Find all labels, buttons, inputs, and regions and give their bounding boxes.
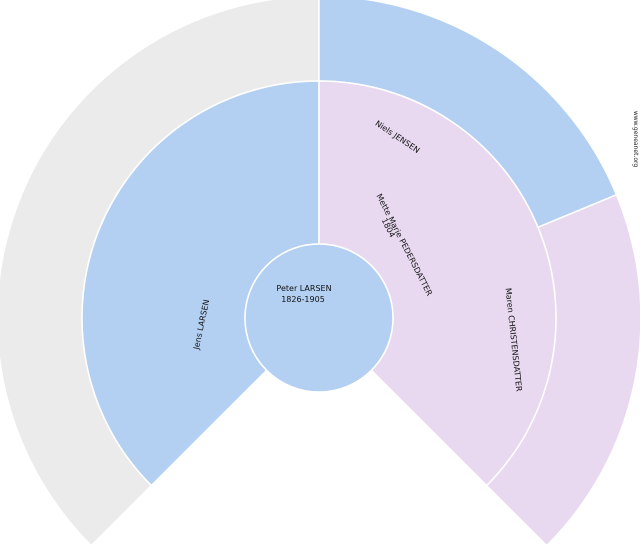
root-person-segment[interactable] — [244, 243, 394, 393]
watermark-text: www.geneanet.org — [632, 111, 639, 168]
root-person-years: 1826-1905 — [281, 295, 325, 304]
root-person-name[interactable]: Peter LARSEN — [276, 284, 331, 293]
